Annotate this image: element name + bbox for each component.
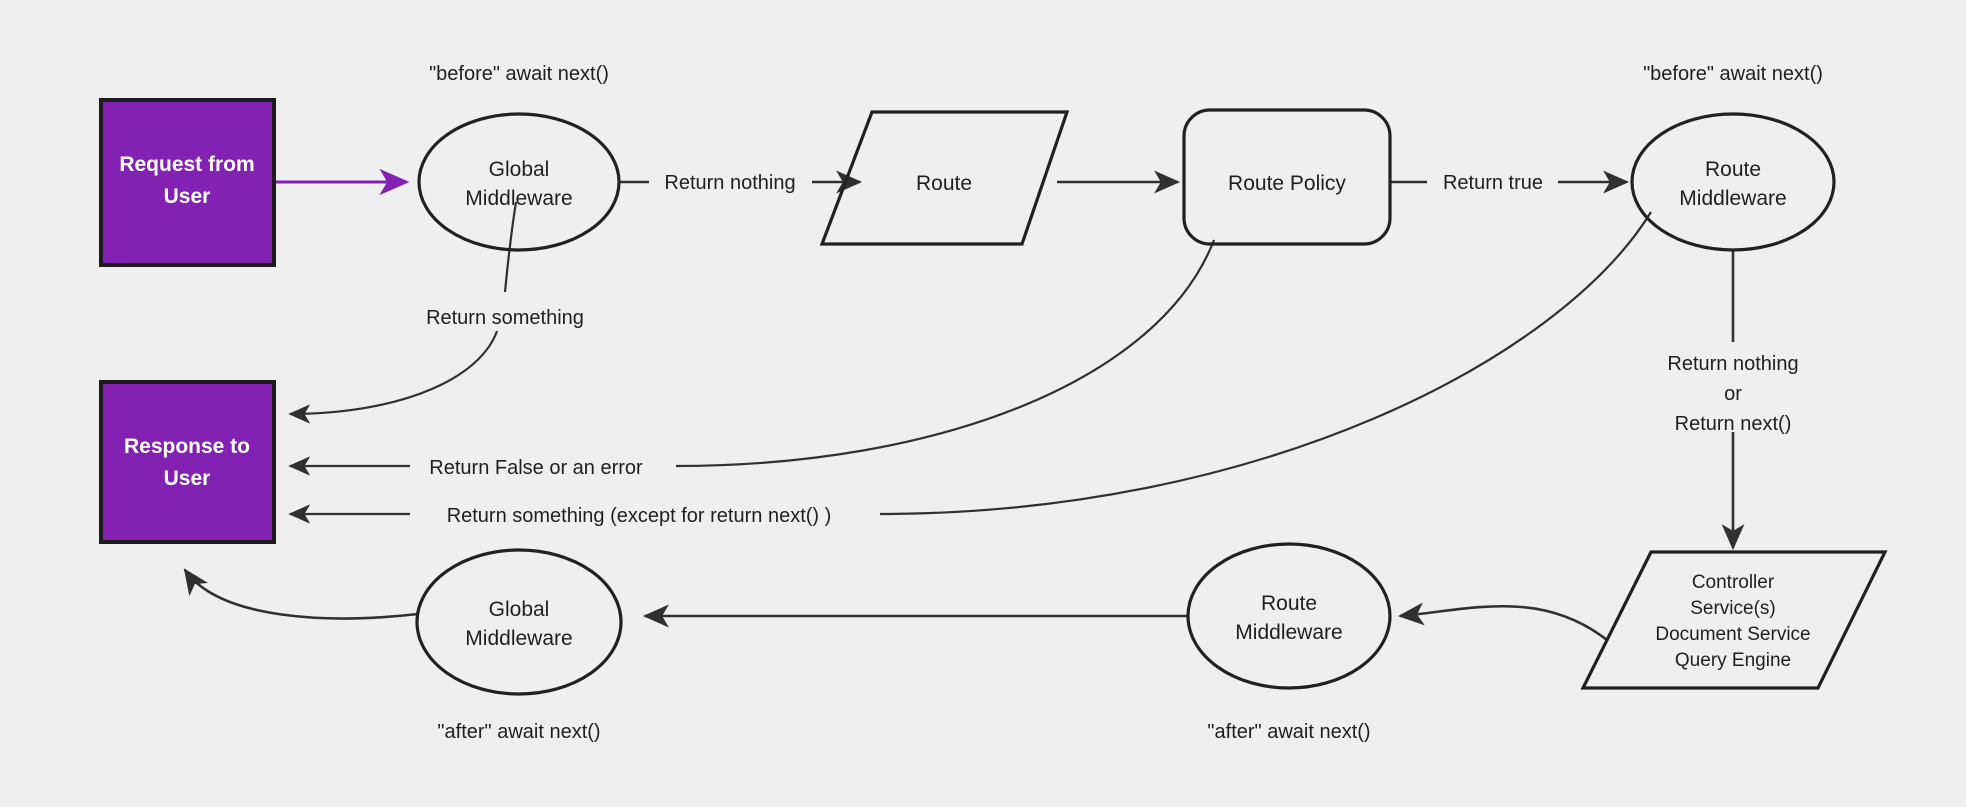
route-middleware-after-label-line2: Middleware — [1235, 621, 1342, 644]
edge-global-after-to-response — [183, 568, 419, 620]
node-route-policy[interactable]: Route Policy — [1182, 108, 1392, 246]
return-true-text: Return true — [1443, 172, 1543, 194]
global-middleware-before-label-line1: Global — [489, 158, 550, 181]
route-middleware-after-label-line1: Route — [1261, 592, 1317, 615]
edge-label-return-something-global: Return something — [412, 301, 597, 331]
node-controller-stack[interactable]: Controller Service(s) Document Service Q… — [1580, 550, 1888, 690]
annotation-after-global: "after" await next() — [437, 721, 600, 743]
global-middleware-after-label-line1: Global — [489, 598, 550, 621]
edge-label-return-nothing: Return nothing — [649, 166, 812, 196]
edge-route-policy-to-response — [288, 239, 1216, 476]
controller-stack-line-3: Document Service — [1655, 624, 1810, 645]
return-something-global-text: Return something — [426, 307, 584, 329]
annotation-before-route-middleware: "before" await next() — [1643, 63, 1823, 85]
after-global-text: "after" await next() — [437, 721, 600, 743]
node-request-from-user[interactable]: Request from User — [99, 98, 276, 267]
return-nothing-text: Return nothing — [664, 172, 795, 194]
edge-label-return-something-except-next: Return something (except for return next… — [410, 499, 868, 529]
route-mw-out-line3-text: Return next() — [1675, 413, 1792, 435]
annotation-after-route-middleware: "after" await next() — [1207, 721, 1370, 743]
before-route-middleware-text: "before" await next() — [1643, 63, 1823, 85]
before-global-text: "before" await next() — [429, 63, 609, 85]
after-route-middleware-text: "after" await next() — [1207, 721, 1370, 743]
controller-stack-line-1: Controller — [1692, 572, 1775, 593]
route-middleware-before-label-line1: Route — [1705, 158, 1761, 181]
route-mw-out-line1-text: Return nothing — [1667, 353, 1798, 375]
node-global-middleware-before[interactable]: Global Middleware — [417, 112, 621, 252]
return-false-or-error-text: Return False or an error — [429, 457, 643, 479]
route-policy-label: Route Policy — [1228, 172, 1346, 195]
node-route[interactable]: Route — [819, 110, 1070, 246]
controller-stack-line-2: Service(s) — [1690, 598, 1776, 619]
edge-label-return-false-or-error: Return False or an error — [410, 451, 662, 481]
global-middleware-after-label-line2: Middleware — [465, 627, 572, 650]
node-response-to-user[interactable]: Response to User — [99, 380, 276, 544]
route-mw-out-line2-text: or — [1724, 383, 1742, 405]
request-from-user-label-line1: Request from — [119, 153, 254, 176]
response-to-user-label-line1: Response to — [124, 435, 250, 458]
route-label: Route — [916, 172, 972, 195]
node-global-middleware-after[interactable]: Global Middleware — [415, 548, 623, 696]
route-middleware-before-label-line2: Middleware — [1679, 187, 1786, 210]
edge-controller-to-route-middleware-after — [1397, 602, 1608, 642]
request-from-user-label-line2: User — [164, 185, 211, 208]
edge-global-middleware-to-response — [288, 201, 518, 424]
controller-stack-line-4: Query Engine — [1675, 650, 1791, 671]
annotation-before-global: "before" await next() — [429, 63, 609, 85]
node-route-middleware-after[interactable]: Route Middleware — [1186, 542, 1392, 690]
edge-label-route-middleware-output: Return nothing or Return next() — [1640, 344, 1828, 435]
edge-label-return-true: Return true — [1427, 166, 1558, 196]
global-middleware-before-label-line2: Middleware — [465, 187, 572, 210]
response-to-user-label-line2: User — [164, 467, 211, 490]
node-route-middleware-before[interactable]: Route Middleware — [1630, 112, 1836, 252]
return-something-except-next-text: Return something (except for return next… — [447, 505, 832, 527]
